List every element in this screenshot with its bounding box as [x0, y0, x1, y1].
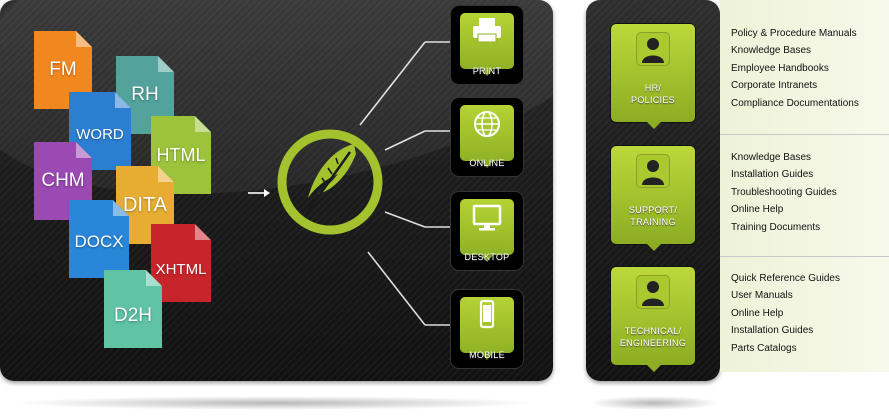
- output-label: MOBILE: [469, 350, 505, 360]
- right-panel-shadow: [588, 396, 720, 410]
- list-item: Compliance Documentations: [731, 97, 859, 109]
- audience-label: HR/ POLICIES: [631, 83, 675, 105]
- quill-logo-icon: [277, 129, 383, 235]
- user-icon: [636, 154, 670, 188]
- arrow-right-icon: [248, 189, 270, 197]
- output-print[interactable]: PRINT: [451, 6, 523, 84]
- list-item: Installation Guides: [731, 169, 814, 181]
- list-item: User Manuals: [731, 290, 793, 302]
- list-item: Knowledge Bases: [731, 45, 812, 57]
- left-panel-shadow: [10, 396, 540, 410]
- output-mobile[interactable]: MOBILE: [451, 290, 523, 368]
- output-label: ONLINE: [469, 158, 505, 168]
- list-item: Online Help: [731, 307, 784, 319]
- list-item: Corporate Intranets: [731, 80, 818, 92]
- divider: [720, 256, 889, 257]
- hr-policies-doc-list: Policy & Procedure Manuals Knowledge Bas…: [720, 0, 889, 134]
- audience-label: TECHNICAL/ ENGINEERING: [619, 326, 687, 348]
- output-label: DESKTOP: [464, 252, 510, 262]
- list-item: Quick Reference Guides: [731, 273, 840, 284]
- list-item: Troubleshooting Guides: [731, 186, 837, 198]
- flow-connectors: [0, 0, 560, 385]
- support-training-doc-list: Knowledge Bases Installation Guides Trou…: [720, 135, 889, 256]
- technical-engineering-doc-list: Quick Reference Guides User Manuals Onli…: [720, 257, 889, 372]
- list-item: Knowledge Bases: [731, 152, 812, 163]
- list-item: Parts Catalogs: [731, 342, 797, 354]
- mobile-phone-icon: [479, 299, 495, 329]
- output-online[interactable]: ONLINE: [451, 98, 523, 176]
- list-item: Training Documents: [731, 221, 821, 233]
- list-item: Employee Handbooks: [731, 62, 829, 74]
- audience-hr-policies[interactable]: HR/ POLICIES: [611, 24, 695, 129]
- list-item: Online Help: [731, 204, 784, 216]
- monitor-icon: [472, 204, 502, 231]
- globe-icon: [474, 111, 500, 137]
- file-icon-d2h: D2H: [104, 270, 162, 348]
- output-label: PRINT: [472, 66, 502, 76]
- audience-support-training[interactable]: SUPPORT/ TRAINING: [611, 146, 695, 251]
- printer-icon: [473, 18, 501, 43]
- output-desktop[interactable]: DESKTOP: [451, 192, 523, 270]
- audience-technical-engineering[interactable]: TECHNICAL/ ENGINEERING: [611, 267, 695, 372]
- list-item: Policy & Procedure Manuals: [731, 28, 857, 39]
- list-item: Installation Guides: [731, 325, 814, 337]
- divider: [720, 134, 889, 135]
- audience-label: SUPPORT/ TRAINING: [628, 205, 678, 227]
- user-icon: [636, 32, 670, 66]
- user-icon: [636, 275, 670, 309]
